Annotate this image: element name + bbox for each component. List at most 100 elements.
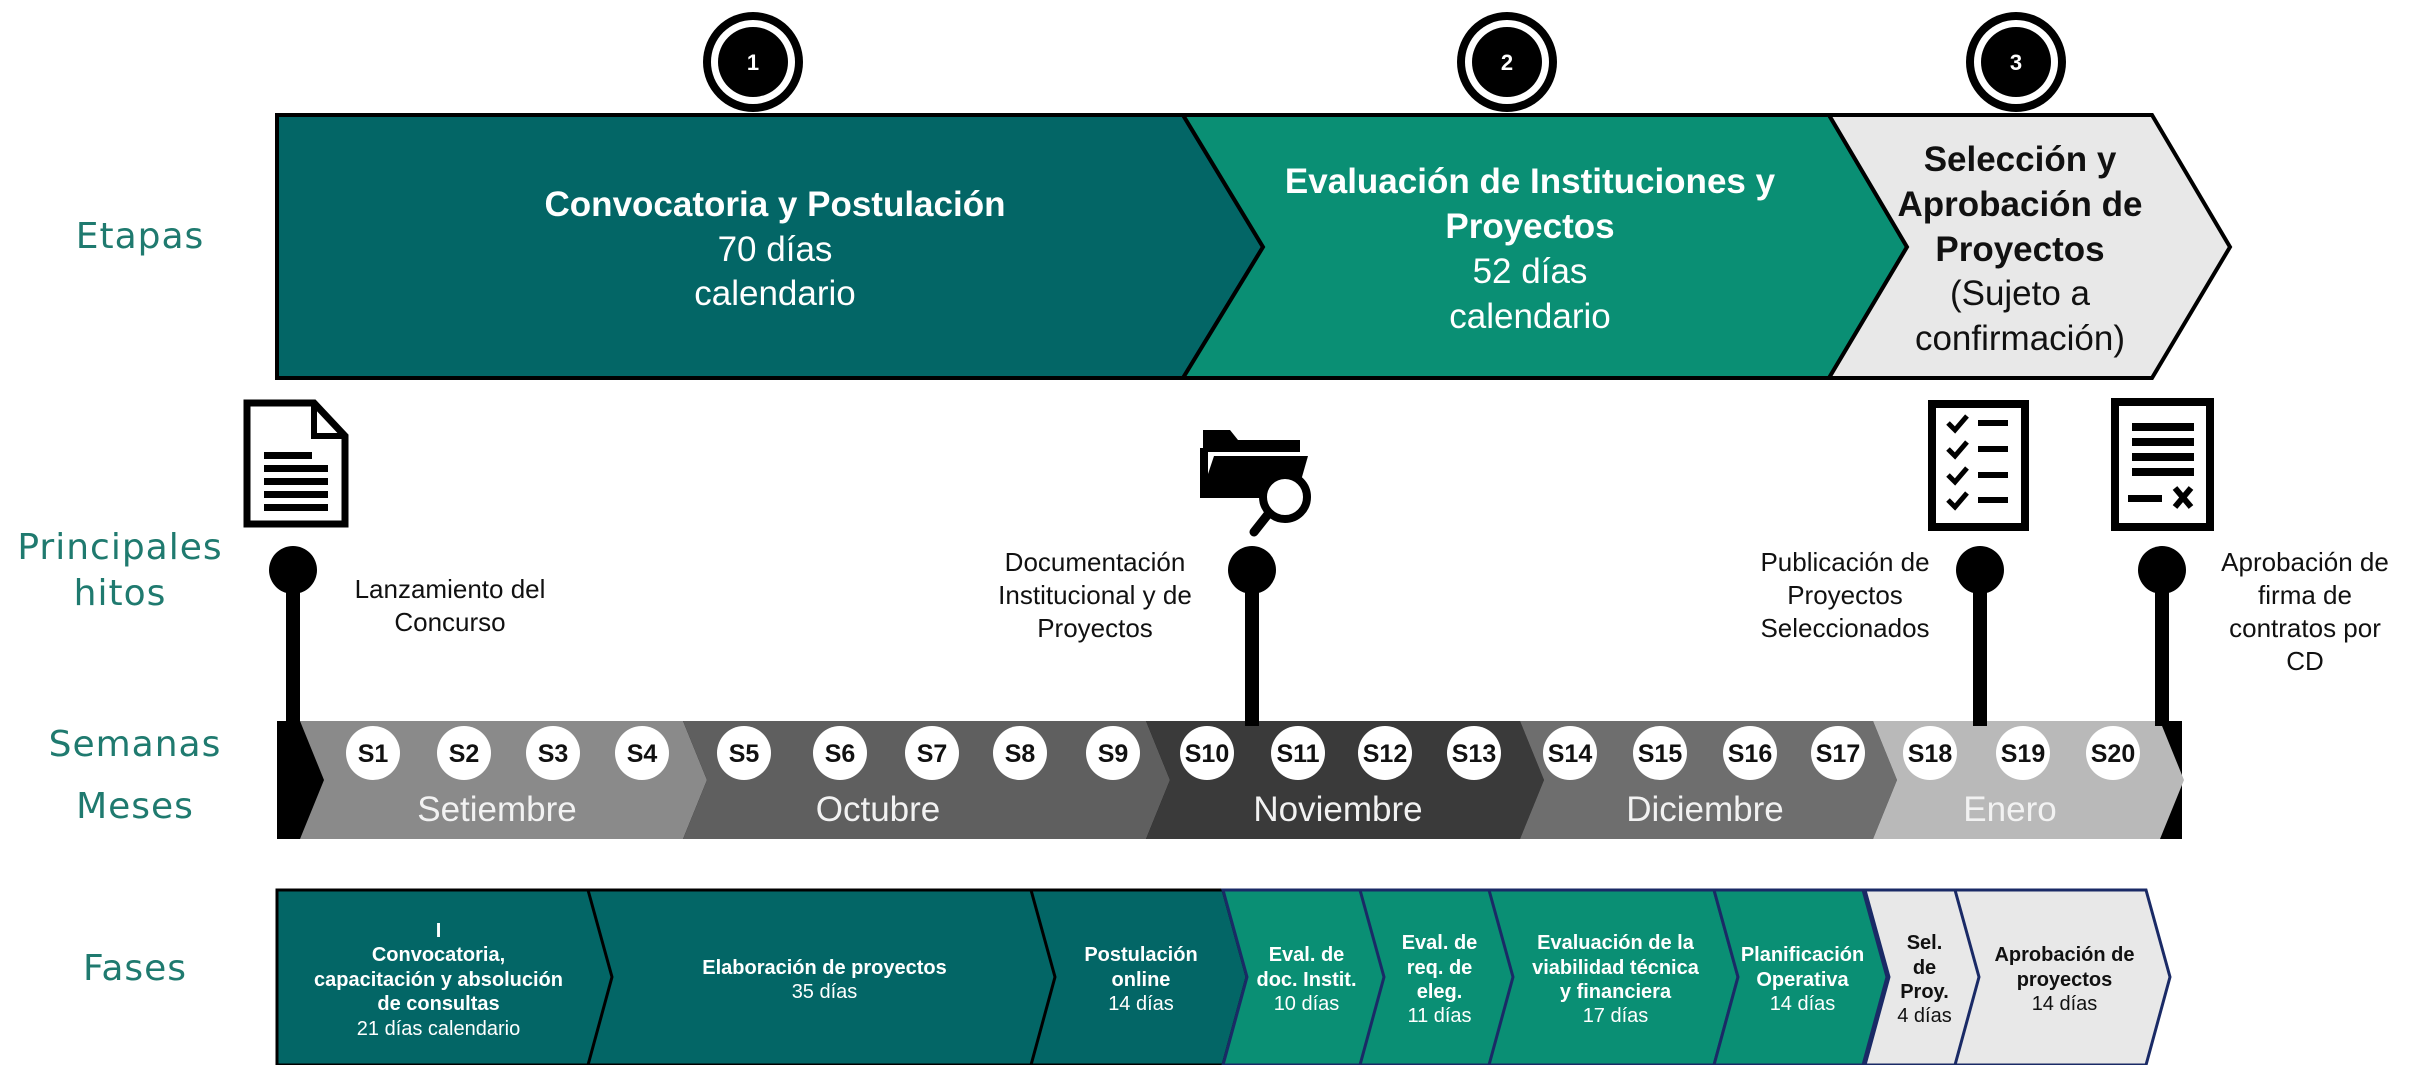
- checklist-icon-check: [1946, 440, 1969, 460]
- row-label-semanas: Semanas: [48, 724, 222, 765]
- week-label: S5: [729, 740, 760, 768]
- week-badge: [615, 726, 669, 780]
- phase-detail: 17 días: [1582, 1005, 1649, 1028]
- phase-title: Evaluación de la viabilidad técnica y fi…: [1532, 932, 1699, 1003]
- checklist-icon-line: [1978, 446, 2008, 452]
- phase-detail: 10 días: [1273, 993, 1340, 1016]
- phase-title: Eval. de req. de eleg.: [1401, 932, 1478, 1003]
- row-label-etapas: Etapas: [75, 216, 205, 257]
- week-badge: [1447, 726, 1501, 780]
- week-label: S13: [1452, 740, 1496, 768]
- document-icon-line: [264, 465, 328, 472]
- month-segment: [1520, 721, 1897, 839]
- week-label: S15: [1638, 740, 1683, 768]
- phase-title: Eval. de doc. Instit.: [1256, 944, 1357, 991]
- week-badge: [346, 726, 400, 780]
- milestone-pin-head: [2138, 546, 2186, 594]
- stage-title: Convocatoria y Postulación: [544, 184, 1006, 224]
- stage-number-text: 3: [2010, 50, 2022, 75]
- month-label: Enero: [1963, 790, 2056, 829]
- month-label: Noviembre: [1253, 790, 1422, 829]
- magnifier-icon-handle: [1249, 508, 1274, 537]
- phase-title: Planificación Operativa: [1740, 944, 1865, 991]
- row-label-meses: Meses: [76, 786, 194, 827]
- stage-detail: 70 días calendario: [694, 229, 856, 314]
- week-label: S16: [1728, 740, 1772, 768]
- month-label: Octubre: [816, 790, 941, 829]
- folder-icon-side: [1200, 448, 1208, 498]
- week-badge: [1271, 726, 1325, 780]
- phase-arrow: [1953, 888, 2172, 1065]
- checklist-icon: [1928, 400, 2029, 531]
- month-segment: [683, 721, 1170, 839]
- week-label: S11: [1276, 740, 1319, 768]
- week-label: S18: [1908, 740, 1953, 768]
- document-icon-line: [264, 491, 328, 498]
- milestone-pin-head: [1228, 546, 1276, 594]
- milestone-pin-head: [1956, 546, 2004, 594]
- week-badge: [813, 726, 867, 780]
- week-badge: [1180, 726, 1234, 780]
- contract-icon-line: [2132, 423, 2194, 431]
- week-label: S10: [1185, 740, 1229, 768]
- week-badge: [1996, 726, 2050, 780]
- checklist-icon-check: [1946, 491, 1969, 511]
- week-label: S8: [1005, 740, 1036, 768]
- document-icon-line: [264, 504, 328, 511]
- contract-icon-frame: [2111, 398, 2214, 531]
- stage-detail: 52 días calendario: [1449, 252, 1611, 336]
- week-label: S20: [2091, 740, 2135, 768]
- contract-icon-x: [2172, 486, 2194, 509]
- stage-text: Convocatoria y Postulación 70 días calend…: [280, 150, 1270, 350]
- week-badge: [437, 726, 491, 780]
- document-icon-line: [264, 478, 328, 485]
- contract-icon-line: [2132, 453, 2194, 461]
- stage-title: Selección y Aprobación de Proyectos: [1897, 140, 2143, 269]
- phase-title: I Convocatoria, capacitación y absolució…: [314, 920, 563, 1016]
- document-icon-fold: [311, 403, 345, 439]
- week-badge: [1543, 726, 1597, 780]
- phase-detail: 35 días: [791, 981, 858, 1003]
- week-badge: [2086, 726, 2140, 780]
- milestone-label-aprobacion: Aprobación de firma de contratos por CD: [2221, 547, 2389, 676]
- milestone-pin-stem: [1245, 570, 1259, 726]
- week-badge: [993, 726, 1047, 780]
- phase-title: Aprobación de proyectos: [1994, 944, 2135, 991]
- checklist-icon-check: [1946, 466, 1969, 486]
- week-badge: [1086, 726, 1140, 780]
- week-badge: [1811, 726, 1865, 780]
- milestone-pin-head: [269, 546, 317, 594]
- week-label: S17: [1816, 740, 1860, 768]
- phase-text: Sel. de Proy.4 días: [1887, 905, 1962, 1055]
- week-label: S1: [358, 740, 389, 768]
- week-badge: [717, 726, 771, 780]
- week-label: S6: [825, 740, 856, 768]
- contract-icon: [2111, 398, 2214, 531]
- stage-number-core: [718, 27, 788, 97]
- week-badge: [1633, 726, 1687, 780]
- week-badge: [526, 726, 580, 780]
- phase-title: Sel. de Proy.: [1900, 932, 1949, 1003]
- phase-detail: 14 días: [1769, 993, 1836, 1016]
- week-label: S9: [1098, 740, 1129, 768]
- contract-icon-line: [2132, 438, 2194, 446]
- stage-arrow: [1825, 113, 2233, 380]
- milestone-label-lanzamiento: Lanzamiento del Concurso: [354, 574, 546, 637]
- document-icon-line: [264, 452, 312, 459]
- week-badge: [1903, 726, 1957, 780]
- magnifier-icon-lens: [1259, 471, 1311, 523]
- milestone-pin-stem: [286, 570, 300, 726]
- folder-search-icon: [1200, 430, 1311, 537]
- stage-number-core: [1472, 27, 1542, 97]
- row-label-hitos: Principales hitos: [17, 527, 223, 614]
- month-segment: [300, 721, 707, 839]
- checklist-icon-check: [1946, 414, 1969, 434]
- phase-text: Eval. de req. de eleg.11 días: [1382, 905, 1497, 1055]
- phase-detail: 11 días: [1407, 1005, 1472, 1028]
- stage-number-core: [1981, 27, 2051, 97]
- phase-title: Elaboración de proyectos: [702, 956, 947, 979]
